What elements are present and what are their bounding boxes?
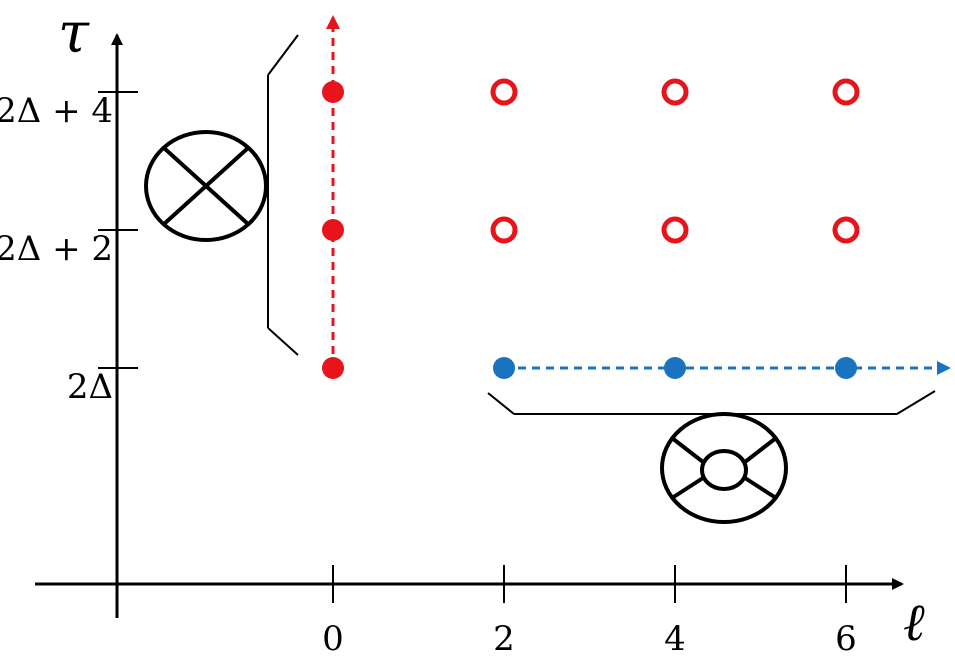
y-tick-group: 2Δ 2Δ + 2 2Δ + 4: [0, 91, 138, 407]
y-tick-label: 2Δ + 4: [0, 91, 113, 131]
x-axis-title: ℓ: [903, 593, 925, 653]
open-point: [490, 78, 518, 106]
y-tick-label: 2Δ: [67, 367, 113, 407]
open-point: [832, 216, 860, 244]
blue-filled-point: [664, 357, 686, 379]
crossed-circle-icon: [144, 130, 268, 242]
x-tick-label: 6: [835, 619, 857, 659]
red-filled-point: [322, 219, 344, 241]
open-point: [661, 216, 689, 244]
open-point: [832, 78, 860, 106]
open-point: [490, 216, 518, 244]
red-filled-point: [322, 357, 344, 379]
y-tick-label: 2Δ + 2: [0, 229, 113, 269]
red-filled-point: [322, 81, 344, 103]
blue-filled-point: [835, 357, 857, 379]
x-tick-label: 4: [664, 619, 686, 659]
data-points: [322, 78, 860, 379]
ring-with-inner-loop-icon: [660, 412, 788, 524]
open-point: [661, 78, 689, 106]
y-axis-title: τ: [58, 1, 90, 66]
column-bracket: [267, 34, 299, 356]
x-tick-label: 2: [493, 619, 515, 659]
row-bracket: [487, 390, 936, 415]
blue-filled-point: [493, 357, 515, 379]
x-tick-group: 0 2 4 6: [322, 565, 857, 659]
x-tick-label: 0: [322, 619, 344, 659]
